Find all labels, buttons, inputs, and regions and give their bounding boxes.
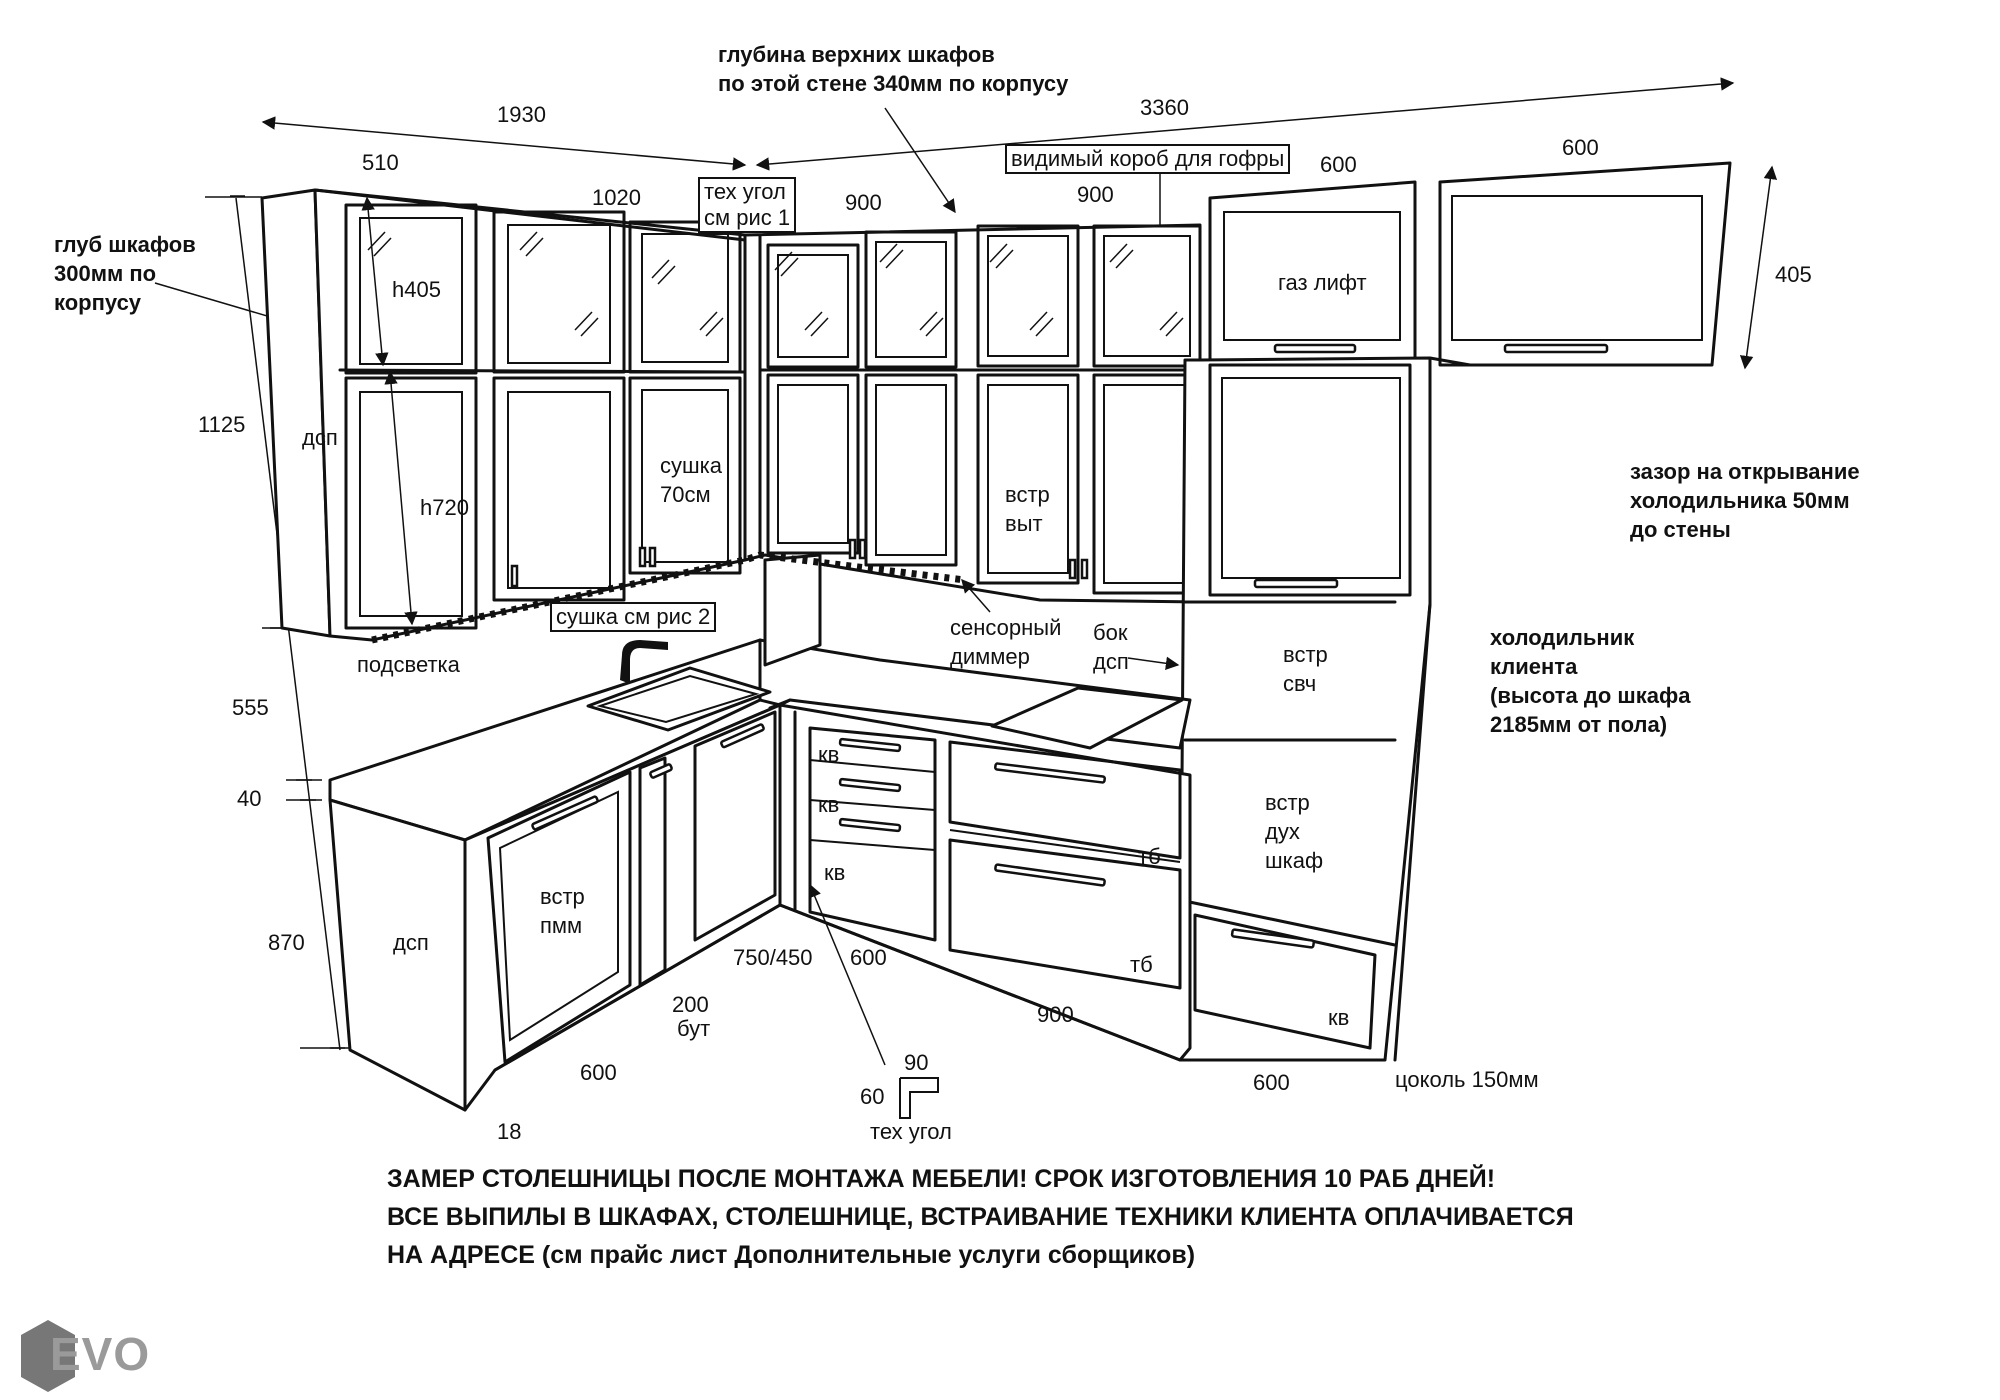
dim-900-b: 900 [1077,182,1114,207]
label-tb-2: тб [1130,952,1153,977]
upper-depth-note-line-2: по этой стене 340мм по корпусу [718,71,1069,96]
dim-600-mid: 600 [850,945,887,970]
fridge-note-line-1: холодильник [1490,625,1635,650]
dim-1020: 1020 [592,185,641,210]
note-line-1: ЗАМЕР СТОЛЕШНИЦЫ ПОСЛЕ МОНТАЖА МЕБЕЛИ! С… [387,1165,1496,1193]
label-bok-dsp: бок дсп [1093,618,1129,676]
label-sushka-line-1: сушка [660,453,722,478]
notes-block: ЗАМЕР СТОЛЕШНИЦЫ ПОСЛЕ МОНТАЖА МЕБЕЛИ! С… [387,1160,1574,1274]
fridge-note-line-2: клиента [1490,654,1578,679]
label-plinth: цоколь 150мм [1395,1067,1539,1092]
label-microwave-line-1: встр [1283,642,1328,667]
label-oven-line-2: дух [1265,819,1300,844]
tech-corner-60: 60 [860,1084,885,1109]
tech-corner-90: 90 [904,1050,929,1075]
dim-900-a: 900 [845,190,882,215]
dim-1930: 1930 [497,102,546,127]
leader-upper-depth [884,107,956,214]
label-dishwasher-line-2: пмм [540,913,583,938]
label-kv-1: кв [818,742,840,767]
label-sensor-dimmer: сенсорный диммер [950,613,1061,671]
label-sensor-line-1: сенсорный [950,615,1062,640]
dim-405-right: 405 [1775,262,1812,287]
dim-1125: 1125 [198,412,246,437]
label-tb-1: тб [1138,844,1161,869]
fridge-gap-line-1: зазор на открывание [1630,459,1860,484]
label-microwave: встр свч [1283,640,1328,698]
dim-200: 200 [672,992,709,1017]
dim-line-405 [1739,165,1778,370]
label-oven-line-3: шкаф [1265,848,1324,873]
dim-555: 555 [232,695,269,720]
sushka-box-label: сушка см рис 2 [550,602,717,632]
label-hood: встр выт [1005,480,1050,538]
logo-text: EVO [50,1328,151,1380]
label-dsp-upper: дсп [302,425,338,450]
label-bok-dsp-line-1: бок [1093,620,1128,645]
label-hood-line-1: встр [1005,482,1050,507]
dim-18: 18 [497,1119,522,1144]
label-bok-dsp-line-2: дсп [1093,649,1129,674]
dim-900-bottom: 900 [1037,1002,1074,1027]
left-depth-note-line-2: 300мм по [54,261,157,286]
fridge-note: холодильник клиента (высота до шкафа 218… [1490,623,1690,739]
dim-line-3360 [755,77,1735,171]
dim-but: бут [677,1016,711,1041]
label-podsvetka: подсветка [357,652,460,677]
label-kv-4: кв [1328,1005,1350,1030]
fridge-note-line-3: (высота до шкафа [1490,683,1691,708]
logo-hexagon [21,1320,75,1392]
upper-depth-note: глубина верхних шкафов по этой стене 340… [718,40,1068,98]
tech-corner-box-line-2: см рис 1 [704,205,791,230]
dim-600-a: 600 [1320,152,1357,177]
dim-40: 40 [237,786,262,811]
hob [990,686,1184,750]
tap [620,640,668,684]
dim-870: 870 [268,930,305,955]
left-depth-note-line-3: корпусу [54,290,142,315]
label-sensor-line-2: диммер [950,644,1030,669]
led-lighting [371,551,966,644]
fridge-gap-line-3: до стены [1630,517,1731,542]
tech-corner-box: тех угол см рис 1 [698,177,797,233]
label-sushka-line-2: 70см [660,482,711,507]
label-hood-line-2: выт [1005,511,1043,536]
dim-600-bottom-right: 600 [1253,1070,1290,1095]
label-microwave-line-2: свч [1283,671,1317,696]
label-dsp-lower: дсп [393,930,429,955]
label-dishwasher: встр пмм [540,882,585,940]
label-kv-2: кв [818,792,840,817]
label-kv-3: кв [824,860,846,885]
fridge-gap-line-2: холодильника 50мм [1630,488,1850,513]
dim-510: 510 [362,150,399,175]
vent-box-label: видимый короб для гофры [1005,144,1291,174]
fridge-note-line-4: 2185мм от пола) [1490,712,1668,737]
dim-600-b: 600 [1562,135,1599,160]
upper-depth-note-line-1: глубина верхних шкафов [718,42,995,67]
label-h720: h720 [420,495,469,520]
gas-lift-cabinet-2 [1438,161,1732,367]
left-depth-note-line-1: глуб шкафов [54,232,196,257]
left-depth-note: глуб шкафов 300мм по корпусу [54,230,196,317]
label-sushka: сушка 70см [660,451,722,509]
label-tech-corner-bottom: тех угол [870,1119,952,1144]
dim-750-450: 750/450 [733,945,813,970]
label-gas-lift: газ лифт [1278,270,1367,295]
dim-3360: 3360 [1140,95,1189,120]
label-h405: h405 [392,277,441,302]
upper-right-run [743,223,1202,604]
note-line-3: НА АДРЕСЕ (см прайс лист Дополнительные … [387,1241,1196,1269]
tech-corner-box-line-1: тех угол [704,179,786,204]
label-oven: встр дух шкаф [1265,788,1323,875]
fridge-gap-note: зазор на открывание холодильника 50мм до… [1630,457,1860,544]
dim-line-1930 [261,116,747,171]
label-oven-line-1: встр [1265,790,1310,815]
tech-corner-symbol [899,1077,939,1119]
note-line-2: ВСЕ ВЫПИЛЫ В ШКАФАХ, СТОЛЕШНИЦЕ, ВСТРАИВ… [387,1203,1574,1231]
label-dishwasher-line-1: встр [540,884,585,909]
dim-600-bottom-left: 600 [580,1060,617,1085]
